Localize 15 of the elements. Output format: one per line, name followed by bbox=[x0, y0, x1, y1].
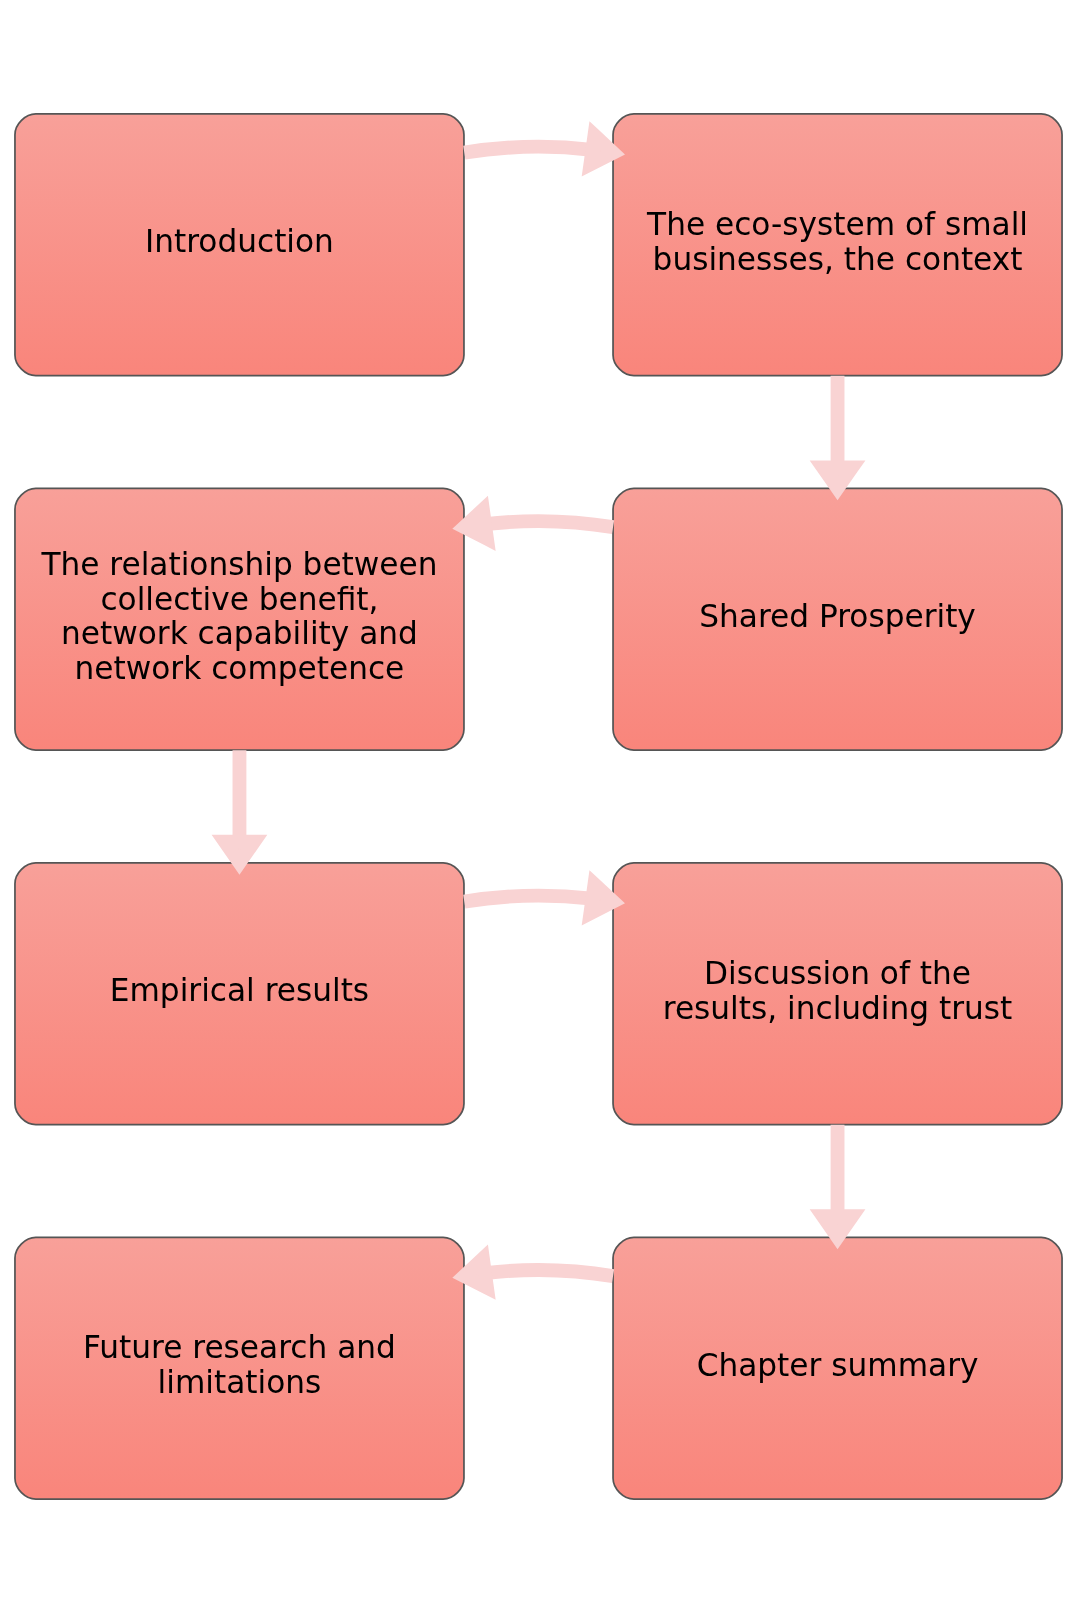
arrow bbox=[809, 1124, 866, 1249]
node-box: The relationship between collective benefit, network capability and network competence bbox=[14, 487, 465, 751]
arrow bbox=[809, 375, 866, 500]
node-box: The eco-system of small businesses, the context bbox=[612, 112, 1063, 377]
node-box: Chapter summary bbox=[612, 1235, 1063, 1500]
node-box: Empirical results bbox=[14, 861, 465, 1125]
arrow bbox=[452, 495, 615, 551]
arrow bbox=[452, 1244, 615, 1300]
arrow bbox=[211, 749, 268, 875]
node-box: Discussion of the results, including trust bbox=[612, 861, 1063, 1125]
node-box: Future research and limitations bbox=[14, 1235, 465, 1500]
arrow bbox=[463, 120, 625, 176]
arrow bbox=[463, 869, 625, 925]
node-box: Shared Prosperity bbox=[612, 487, 1063, 751]
node-box: Introduction bbox=[14, 112, 465, 377]
